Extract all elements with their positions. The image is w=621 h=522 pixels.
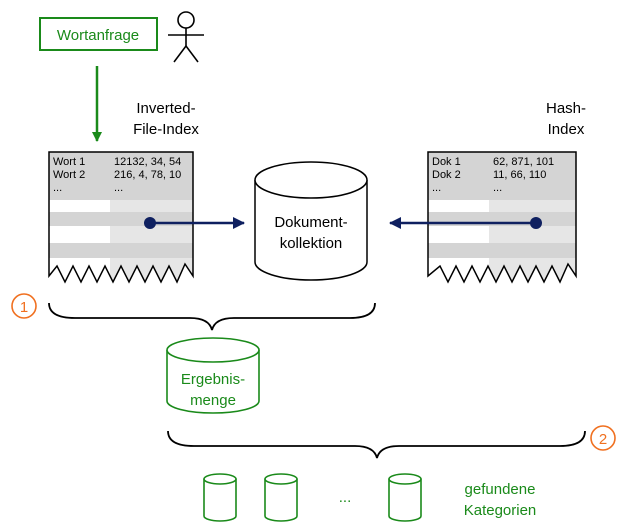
categories-label-line2: Kategorien [464,502,537,519]
categories-label-line1: gefundene [465,481,536,498]
collection-label-line1: Dokument- [274,214,347,231]
user-icon [168,11,204,63]
category-cylinder [388,473,422,522]
hash-row-value: 11, 66, 110 [493,169,546,181]
step-2-label: 2 [599,431,607,448]
hash-row-key: ... [432,182,441,194]
hash-row-value: ... [493,182,502,194]
inverted-index-title-line1: Inverted- [136,100,195,117]
brace-1 [48,302,376,331]
step-2-badge: 2 [590,425,616,451]
step-1-badge: 1 [11,293,37,319]
lookup-arrow-right [389,217,542,229]
result-label-line1: Ergebnis- [181,371,245,388]
query-box: Wortanfrage [39,17,158,51]
inverted-row-value: 12132, 34, 54 [114,156,181,168]
hash-row-key: Dok 1 [432,156,461,168]
category-cylinder [264,473,298,522]
result-label-line2: menge [190,392,236,409]
hash-index-title-line1: Hash- [546,100,586,117]
inverted-row-key: Wort 1 [53,156,85,168]
result-set-cylinder: Ergebnis- menge [166,337,260,414]
categories-ellipsis: ... [339,489,352,506]
collection-label-line2: kollektion [280,235,343,252]
inverted-row-value: ... [114,182,123,194]
inverted-row-key: ... [53,182,62,194]
hash-index-title-line2: Index [548,121,585,138]
category-cylinder [203,473,237,522]
hash-row-key: Dok 2 [432,169,461,181]
inverted-index-table: Wort 1 12132, 34, 54 Wort 2 216, 4, 78, … [48,151,194,284]
inverted-index-title-line2: File-Index [133,121,199,138]
query-label: Wortanfrage [57,27,139,44]
hash-row-value: 62, 871, 101 [493,156,554,168]
inverted-row-value: 216, 4, 78, 10 [114,169,181,181]
document-collection-cylinder: Dokument- kollektion [254,161,368,281]
brace-2 [167,430,586,459]
hash-index-table: Dok 1 62, 871, 101 Dok 2 11, 66, 110 ...… [427,151,577,284]
lookup-arrow-left [144,217,245,229]
step-1-label: 1 [20,299,28,316]
inverted-row-key: Wort 2 [53,169,85,181]
